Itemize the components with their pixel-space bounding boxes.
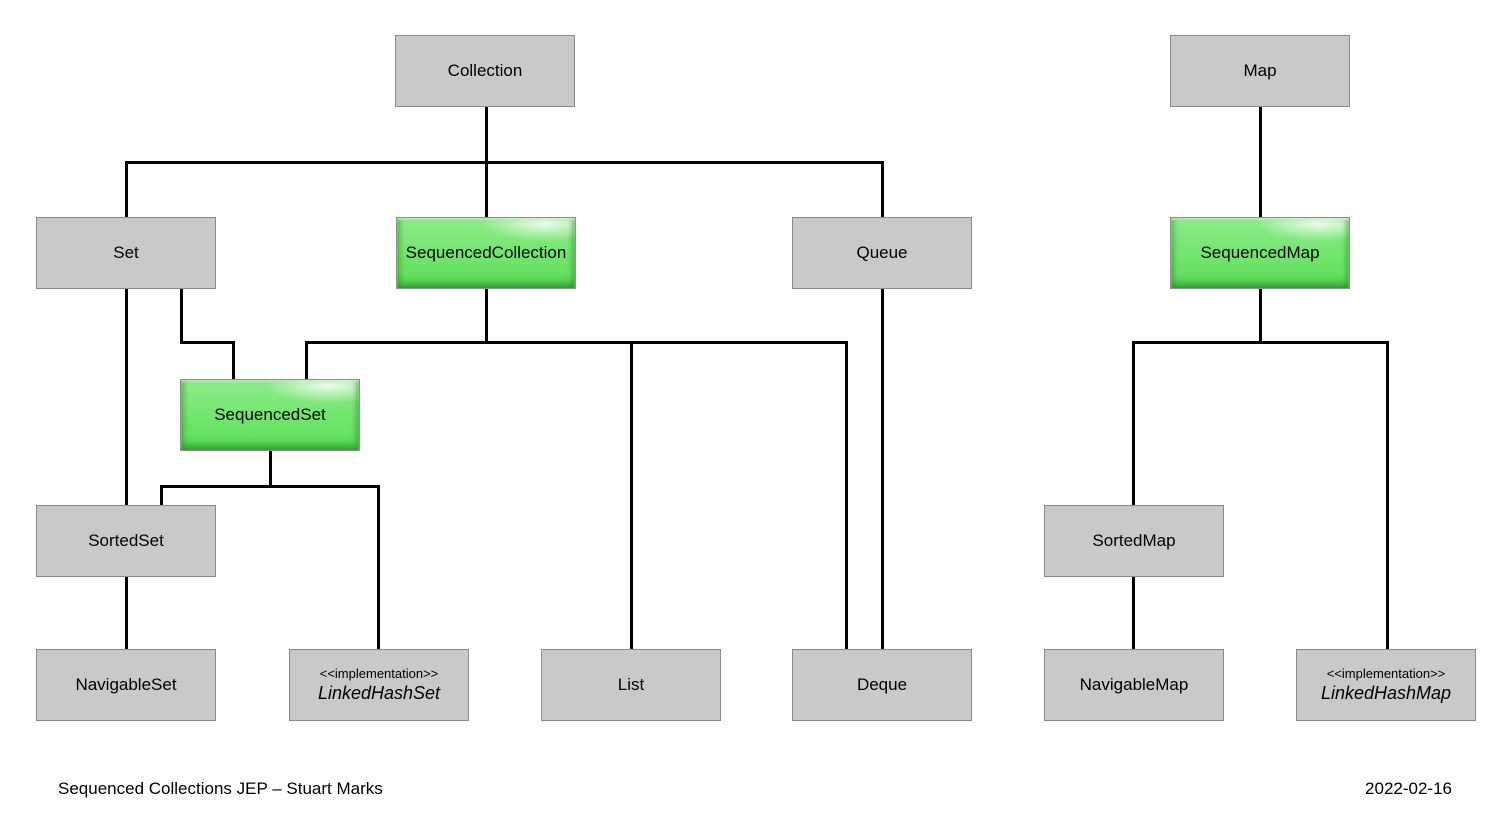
node-sequenced-collection: SequencedCollection — [396, 217, 576, 289]
edge-queue-to-deque — [880, 287, 884, 651]
node-stereotype: <<implementation>> — [1326, 665, 1446, 681]
edge-drop-to-set — [124, 160, 128, 219]
edge-set-into-sequencedset — [231, 340, 235, 381]
edge-drop-to-sequencedset — [304, 340, 308, 381]
node-label: Deque — [856, 675, 908, 695]
edge-sequencedcollection-down — [484, 287, 488, 344]
node-label: Collection — [447, 61, 523, 81]
edge-set-stub-right — [179, 340, 235, 344]
node-label: Map — [1243, 61, 1277, 81]
edge-drop-to-list — [629, 340, 633, 651]
node-sorted-set: SortedSet — [36, 505, 216, 577]
edge-drop-to-queue — [880, 160, 884, 219]
node-label: SortedMap — [1092, 531, 1176, 551]
edge-map-to-sequencedmap — [1258, 105, 1262, 219]
edge-set-to-sortedset — [124, 287, 128, 507]
node-set: Set — [36, 217, 216, 289]
node-stereotype: <<implementation>> — [319, 665, 439, 681]
edge-sortedmap-to-navigablemap — [1131, 575, 1135, 651]
edge-sequencedmap-down — [1258, 287, 1262, 344]
node-label: SortedSet — [88, 531, 164, 551]
node-label: Queue — [856, 243, 908, 263]
edge-sequencedmap-children-bar — [1131, 340, 1389, 344]
edge-drop-to-linkedhashmap — [1385, 340, 1389, 651]
edge-drop-to-deque-left — [844, 340, 848, 651]
node-label: SequencedMap — [1200, 243, 1320, 263]
node-label: SequencedSet — [214, 405, 326, 425]
node-linked-hash-set: <<implementation>> LinkedHashSet — [289, 649, 469, 721]
node-label: LinkedHashSet — [317, 682, 441, 703]
node-sorted-map: SortedMap — [1044, 505, 1224, 577]
node-navigable-map: NavigableMap — [1044, 649, 1224, 721]
edge-seqcollection-children-bar — [304, 340, 848, 344]
edge-drop-to-sortedset — [159, 484, 163, 507]
footer-caption: Sequenced Collections JEP – Stuart Marks — [58, 779, 383, 798]
node-label: NavigableSet — [75, 675, 177, 695]
node-navigable-set: NavigableSet — [36, 649, 216, 721]
node-sequenced-set: SequencedSet — [180, 379, 360, 451]
edge-set-stub-down — [179, 287, 183, 344]
node-linked-hash-map: <<implementation>> LinkedHashMap — [1296, 649, 1476, 721]
node-list: List — [541, 649, 721, 721]
edge-sortedset-to-navigableset — [124, 575, 128, 651]
node-label: Set — [113, 243, 139, 263]
node-label: LinkedHashMap — [1320, 682, 1452, 703]
edge-sequencedset-children-bar — [159, 484, 380, 488]
edge-sequencedset-down — [268, 449, 272, 488]
footer-date: 2022-02-16 — [1365, 779, 1452, 798]
node-queue: Queue — [792, 217, 972, 289]
edge-drop-to-sortedmap — [1131, 340, 1135, 507]
edge-collection-children-bar — [124, 160, 884, 164]
node-map: Map — [1170, 35, 1350, 107]
node-sequenced-map: SequencedMap — [1170, 217, 1350, 289]
node-label: SequencedCollection — [405, 243, 567, 263]
edge-drop-to-linkedhashset — [376, 484, 380, 651]
node-label: List — [617, 675, 645, 695]
node-collection: Collection — [395, 35, 575, 107]
node-deque: Deque — [792, 649, 972, 721]
node-label: NavigableMap — [1079, 675, 1189, 695]
